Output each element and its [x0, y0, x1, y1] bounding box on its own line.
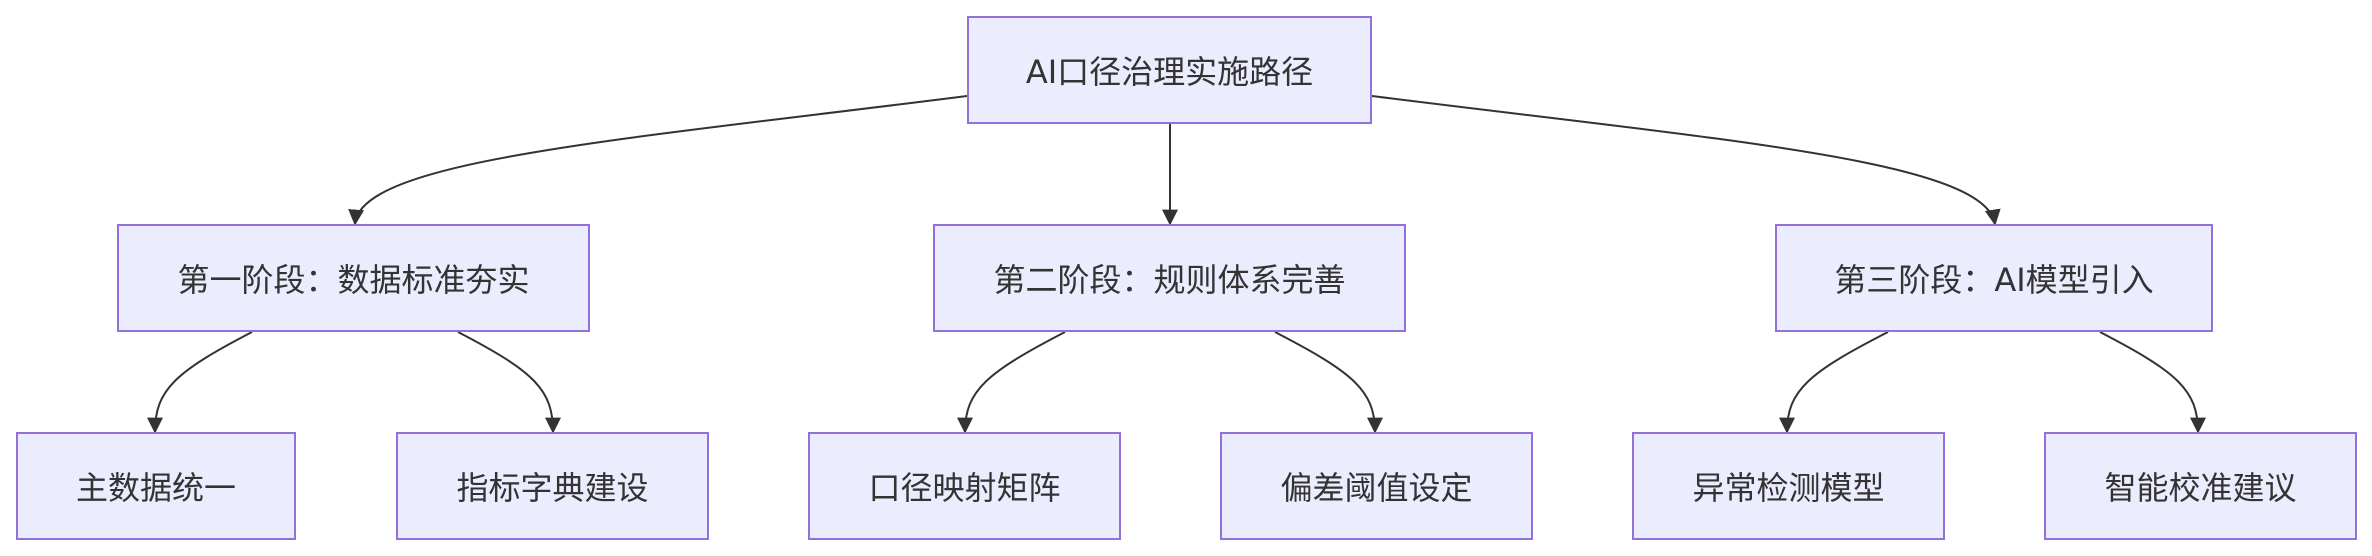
phase-node-3: 第三阶段：AI模型引入: [1775, 224, 2213, 332]
phase-label-3: 第三阶段：AI模型引入: [1834, 261, 2154, 299]
task-label-2-2: 偏差阈值设定: [1280, 469, 1473, 507]
phase-node-1: 第一阶段：数据标准夯实: [117, 224, 590, 332]
edge-phase1-child1: [147, 331, 253, 434]
edge-phase3-child2: [2099, 331, 2206, 434]
task-node-3-2: 智能校准建议: [2044, 432, 2357, 540]
edge-phase1-child2: [457, 331, 561, 434]
edge-phase3-child1: [1779, 331, 1889, 434]
task-label-1-1: 主数据统一: [75, 469, 236, 507]
task-node-1-1: 主数据统一: [16, 432, 296, 540]
edge-phase2-child1: [957, 331, 1066, 434]
edge-phase2-child2: [1274, 331, 1383, 434]
task-node-1-2: 指标字典建设: [396, 432, 709, 540]
task-label-1-2: 指标字典建设: [456, 469, 649, 507]
task-node-3-1: 异常检测模型: [1632, 432, 1945, 540]
task-node-2-1: 口径映射矩阵: [808, 432, 1121, 540]
root-label: AI口径治理实施路径: [1025, 53, 1314, 91]
edge-root-phase3: [1371, 95, 2001, 226]
phase-label-2: 第二阶段：规则体系完善: [993, 261, 1346, 299]
task-label-3-2: 智能校准建议: [2104, 469, 2297, 507]
phase-node-2: 第二阶段：规则体系完善: [933, 224, 1406, 332]
phase-label-1: 第一阶段：数据标准夯实: [177, 261, 530, 299]
task-node-2-2: 偏差阈值设定: [1220, 432, 1533, 540]
task-label-2-1: 口径映射矩阵: [868, 469, 1061, 507]
root-node: AI口径治理实施路径: [967, 16, 1372, 124]
edge-root-phase1: [348, 95, 968, 226]
task-label-3-1: 异常检测模型: [1692, 469, 1885, 507]
